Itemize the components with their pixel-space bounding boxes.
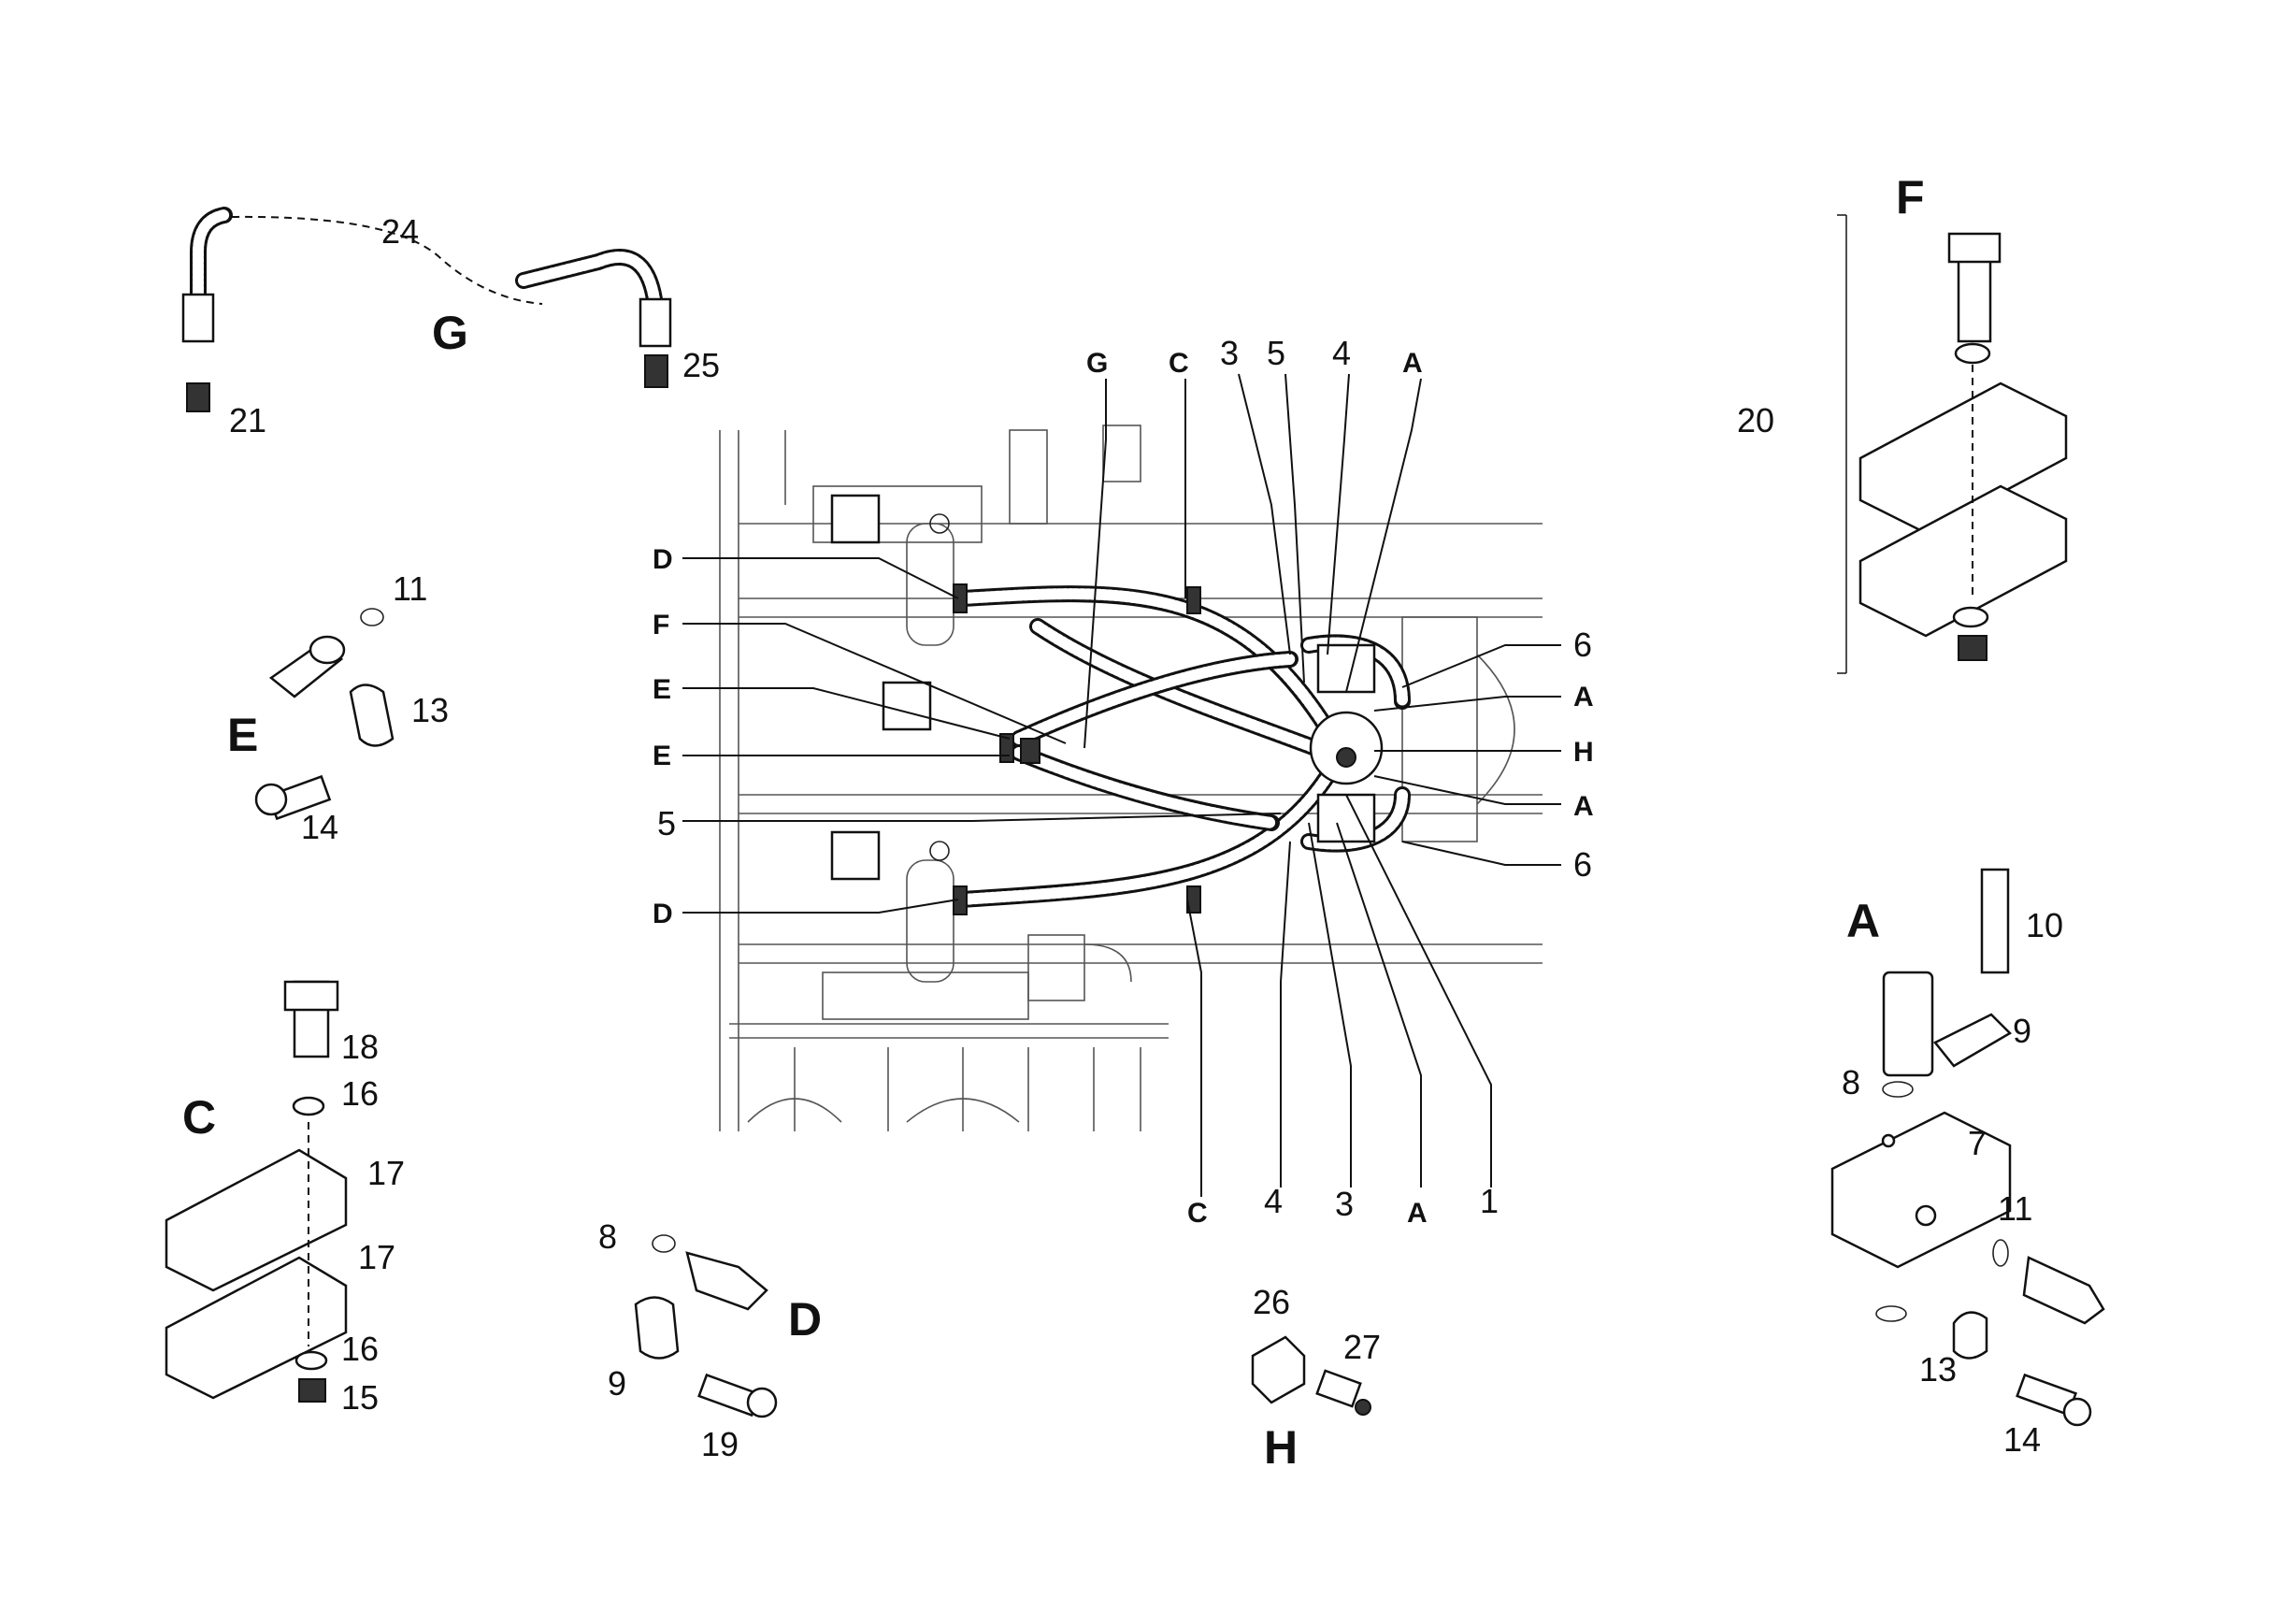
part-number-26: 26 [1253, 1283, 1290, 1321]
detail-letter-f: F [1896, 171, 1925, 223]
part-number-9-d: 9 [608, 1364, 626, 1403]
detail-a-block [1830, 868, 2105, 1427]
detail-h-fittings [1251, 1335, 1371, 1416]
callout-h-right: H [1573, 737, 1594, 768]
callout-e-1: E [653, 674, 671, 705]
part-number-18: 18 [341, 1028, 379, 1066]
callout-4-top: 4 [1332, 334, 1351, 372]
part-number-16-bottom: 16 [341, 1330, 379, 1368]
callout-a-top: A [1402, 348, 1423, 379]
callout-6-right-bottom: 6 [1573, 845, 1592, 884]
part-number-17-bottom: 17 [358, 1238, 395, 1276]
part-number-8-a: 8 [1842, 1063, 1860, 1101]
part-number-24: 24 [381, 212, 419, 251]
part-number-17-top: 17 [367, 1154, 405, 1192]
part-number-11-a: 11 [1998, 1189, 2032, 1228]
callout-d-bottom: D [653, 899, 673, 929]
detail-letter-g: G [432, 307, 468, 359]
part-number-14-e: 14 [301, 808, 338, 846]
callout-a-bottom: A [1407, 1198, 1428, 1229]
detail-letter-a: A [1846, 895, 1880, 947]
part-number-21: 21 [229, 401, 266, 439]
part-number-27: 27 [1343, 1328, 1381, 1366]
detail-f-clamp [1837, 214, 2068, 674]
callout-a-right-1: A [1573, 682, 1594, 712]
part-number-8-d: 8 [598, 1217, 617, 1256]
callout-3-top: 3 [1220, 334, 1239, 372]
callout-5-top: 5 [1267, 334, 1285, 372]
part-number-14-a: 14 [2003, 1420, 2041, 1459]
part-number-7: 7 [1968, 1124, 1987, 1162]
detail-letter-e: E [227, 709, 258, 761]
part-number-10: 10 [2026, 906, 2063, 944]
machine-frame-background [719, 425, 1543, 1131]
detail-c-clamp [165, 980, 348, 1403]
callout-f: F [653, 610, 669, 640]
callout-6-right-top: 6 [1573, 626, 1592, 664]
part-number-25: 25 [682, 346, 720, 384]
detail-d-parts [634, 1234, 778, 1418]
part-number-16-top: 16 [341, 1074, 379, 1113]
part-number-13-a: 13 [1919, 1350, 1957, 1389]
callout-c-bottom: C [1187, 1198, 1208, 1229]
detail-letter-d: D [788, 1293, 822, 1346]
part-number-20: 20 [1737, 401, 1774, 439]
part-number-9-a: 9 [2013, 1012, 2031, 1050]
callout-e-2: E [653, 741, 671, 771]
callout-c-top: C [1169, 348, 1189, 379]
labels: G E C D H F A D F E E 5 D G C 3 5 4 A 6 … [182, 171, 2063, 1474]
callout-1-bottom: 1 [1480, 1182, 1499, 1220]
callout-3-bottom: 3 [1335, 1185, 1354, 1223]
detail-e-parts [254, 608, 395, 821]
callout-a-right-2: A [1573, 791, 1594, 822]
detail-letter-c: C [182, 1091, 216, 1144]
callout-4-bottom: 4 [1264, 1182, 1283, 1220]
callout-g-top: G [1086, 348, 1108, 379]
part-number-11-e: 11 [393, 569, 427, 608]
part-number-15: 15 [341, 1378, 379, 1417]
callout-d-top: D [653, 544, 673, 575]
part-number-19: 19 [701, 1425, 739, 1463]
detail-letter-h: H [1264, 1421, 1298, 1474]
main-hoses [954, 585, 1411, 908]
leader-lines [682, 373, 1561, 1197]
part-number-13-e: 13 [411, 691, 449, 729]
detail-g-hose [181, 207, 672, 412]
callout-5-left: 5 [657, 804, 676, 842]
